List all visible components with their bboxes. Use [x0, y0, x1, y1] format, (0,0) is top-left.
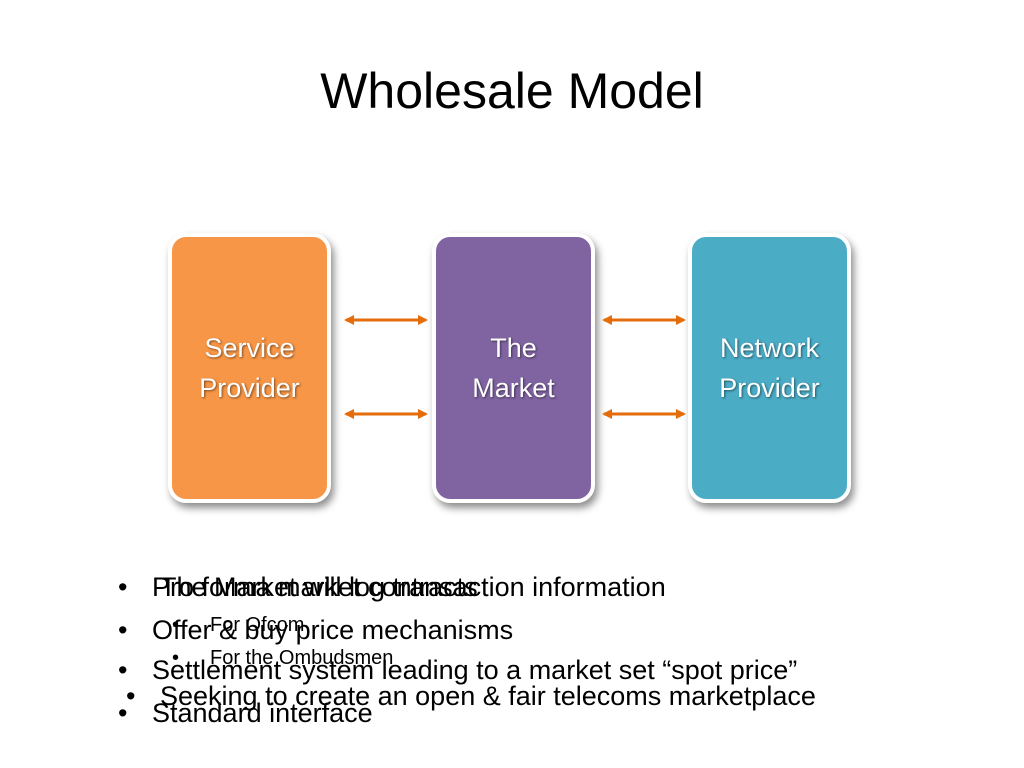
sub-bullet-item: • For the Ombudsmen — [172, 647, 394, 670]
bullet-dot: • — [172, 614, 180, 636]
bullet-text: Offer & buy price mechanisms — [152, 615, 514, 645]
service-provider-label: Service Provider — [199, 333, 300, 403]
bullet-item: The Market will log transaction informat… — [160, 572, 666, 603]
bullet-dot: • — [118, 655, 128, 685]
network-provider-box: Network Provider — [688, 233, 851, 503]
service-provider-box: Service Provider — [168, 233, 331, 503]
bullet-text: Settlement system leading to a market se… — [152, 655, 798, 685]
bullet-dot: • — [172, 647, 180, 669]
bullet-item: • Settlement system leading to a market s… — [118, 655, 798, 686]
sub-bullet-item: • For Ofcom — [172, 614, 305, 637]
bullet-text: Standard interface — [152, 698, 373, 728]
sub-bullet-text: For Ofcom — [210, 614, 305, 636]
bullet-text: Pro forma market contracts — [152, 572, 478, 602]
bullet-item: • Pro forma market contracts — [118, 572, 478, 603]
sub-bullet-text: For the Ombudsmen — [210, 647, 394, 669]
bullet-item: • Seeking to create an open & fair teleco… — [126, 681, 816, 712]
market-box: The Market — [432, 233, 595, 503]
bullet-dot: • — [118, 572, 128, 602]
bullet-dot: • — [126, 681, 136, 711]
bullet-item: • Standard interface — [118, 698, 373, 729]
market-label: The Market — [472, 333, 555, 403]
slide-title: Wholesale Model — [320, 63, 704, 119]
bullet-dot: • — [118, 615, 128, 645]
bullet-text: The Market will log transaction informat… — [160, 572, 666, 602]
bullet-item: •Offer & buy price mechanisms — [118, 615, 514, 646]
bullet-text: Seeking to create an open & fair telecom… — [160, 681, 816, 711]
bullet-dot: • — [118, 698, 128, 728]
network-provider-label: Network Provider — [719, 333, 820, 403]
